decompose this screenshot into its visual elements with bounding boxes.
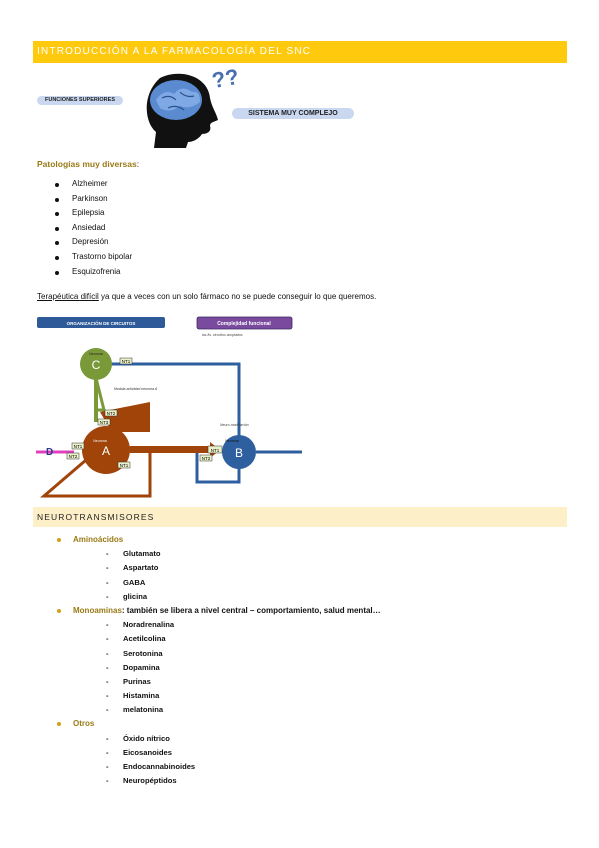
list-item: Acetilcolina: [33, 632, 567, 646]
circuit-diagram: ORGANIZACIÓN DE CIRCUITOS Complejidad fu…: [36, 316, 302, 498]
neurotransmitters-list: Aminoácidos Glutamato Aspartato GABA gli…: [33, 533, 567, 789]
category-otros: Otros: [33, 717, 567, 731]
list-item: Serotonina: [33, 647, 567, 661]
therapy-sentence: Terapéutica difícil ya que a veces con u…: [37, 292, 557, 301]
nt-label: [117, 461, 131, 469]
list-item: Parkinson: [36, 192, 336, 207]
nt-text: NT3: [100, 420, 109, 425]
list-item: Epilepsia: [36, 206, 336, 221]
list-item: Trastorno bipolar: [36, 250, 336, 265]
nt-text: NT1: [211, 448, 220, 453]
nt-label: [71, 442, 85, 450]
category-name: Aminoácidos: [73, 535, 124, 544]
list-item: Alzheimer: [36, 177, 336, 192]
pathologies-title-text: Patologías muy diversas: [37, 159, 137, 169]
nt-label: [207, 445, 223, 454]
list-item: Endocannabinoides: [33, 760, 567, 774]
box-complejidad-label: Complejidad funcional: [217, 321, 271, 327]
box-complejidad: [196, 316, 293, 330]
pathologies-title-suffix: :: [136, 159, 140, 169]
mid-note: Modula actividad neurona A: [114, 387, 158, 391]
brain-head-icon: [146, 73, 218, 148]
list-item: Dopamina: [33, 661, 567, 675]
neuron-b: [222, 435, 256, 469]
nt-text: NT1: [122, 359, 131, 364]
category-name: Monoaminas: [73, 605, 122, 615]
neuron-c-label: C: [92, 358, 101, 372]
question-marks-icon: ??: [209, 63, 241, 94]
list-item: Aspartato: [33, 561, 567, 575]
section-header: INTRODUCCIÓN A LA FARMACOLOGÍA DEL SNC: [33, 41, 567, 63]
therapy-underlined: Terapéutica difícil: [37, 292, 99, 301]
nt-label: [119, 357, 133, 365]
neurotransmitters-header: NEUROTRANSMISORES: [33, 507, 567, 527]
list-item: Glutamato: [33, 547, 567, 561]
label-funciones-superiores: FUNCIONES SUPERIORES: [37, 96, 123, 105]
list-item: glicina: [33, 590, 567, 604]
category-monoaminas: Monoaminas: también se libera a nivel ce…: [33, 604, 567, 618]
list-item: Óxido nítrico: [33, 732, 567, 746]
nt-text: NT1: [120, 463, 129, 468]
nt-label: [97, 418, 111, 426]
nt-label: [104, 409, 118, 417]
box-organizacion-label: ORGANIZACIÓN DE CIRCUITOS: [67, 319, 136, 326]
nt-text: NT2: [202, 456, 211, 461]
neuron-b-note: Neurona: [225, 439, 238, 443]
category-name: Otros: [73, 719, 95, 729]
box-complejidad-note: las fis. circuitos acoplados: [202, 333, 243, 337]
list-item: Eicosanoides: [33, 746, 567, 760]
neuron-d-label: D: [46, 447, 53, 458]
neuron-c: [80, 348, 112, 380]
list-item: Neuropéptidos: [33, 774, 567, 788]
list-item: Noradrenalina: [33, 618, 567, 632]
nt-text: NT2: [107, 411, 116, 416]
nt-text: NT2: [69, 454, 78, 459]
nt-label: [199, 454, 213, 462]
therapy-rest: ya que a veces con un solo fármaco no se…: [98, 292, 377, 301]
box-organizacion: [37, 317, 165, 328]
category-aminoacidos: Aminoácidos: [33, 533, 567, 547]
list-item: Esquizofrenia: [36, 265, 336, 280]
list-item: Ansiedad: [36, 221, 336, 236]
list-item: Histamina: [33, 689, 567, 703]
list-item: melatonina: [33, 703, 567, 717]
neuron-c-note: Neurona: [89, 352, 102, 356]
list-item: Depresión: [36, 235, 336, 250]
nt-label: [66, 452, 80, 460]
pathologies-list: Alzheimer Parkinson Epilepsia Ansiedad D…: [36, 177, 336, 279]
neuron-a-label: A: [102, 444, 110, 458]
list-item: GABA: [33, 576, 567, 590]
pathologies-title: Patologías muy diversas:: [37, 159, 139, 169]
neuron-b-top-note: Neuro-modulación: [220, 423, 249, 427]
list-item: Purinas: [33, 675, 567, 689]
label-sistema-complejo: SISTEMA MUY COMPLEJO: [232, 108, 354, 119]
category-description: : también se libera a nivel central – co…: [121, 605, 381, 615]
nt-text: NT1: [74, 444, 83, 449]
neuron-b-label: B: [235, 446, 243, 460]
neuron-a-note: Neurona: [93, 439, 106, 443]
